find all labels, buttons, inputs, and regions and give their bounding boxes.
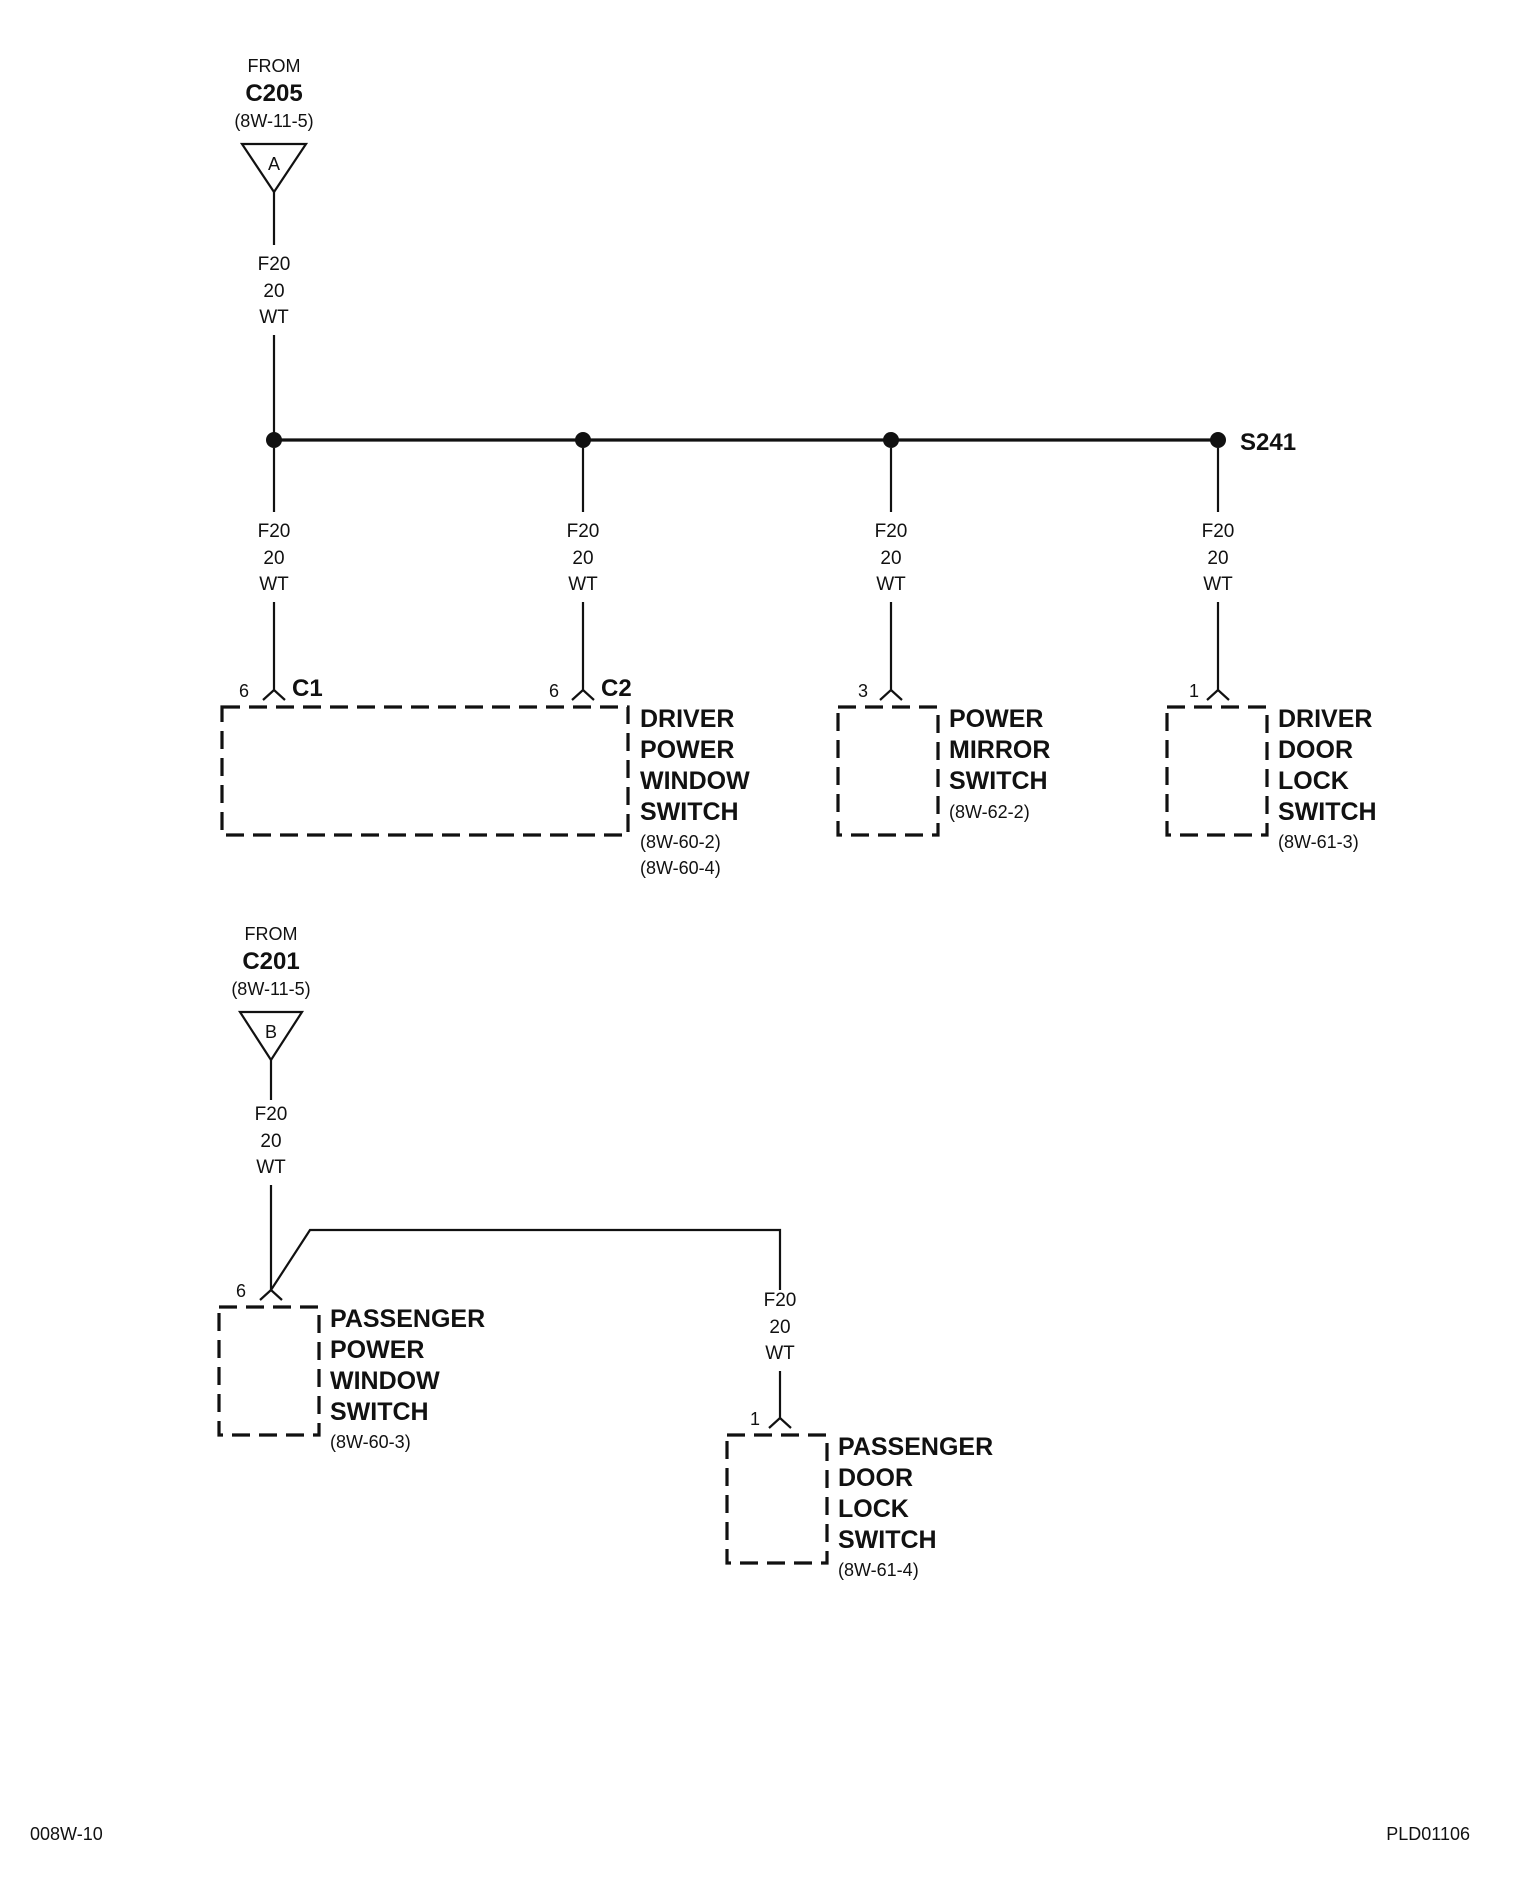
connector-pin-icon <box>571 688 595 701</box>
branch-3-code: F20 <box>875 521 908 542</box>
connector-pin-icon <box>259 1288 283 1301</box>
connector-pin-icon <box>768 1416 792 1429</box>
junction-dot <box>266 432 282 448</box>
driver-lock-pin: 1 <box>1189 681 1199 701</box>
junction-dot <box>575 432 591 448</box>
source-b: FROM C201 (8W-11-5) B F20 20 WT F20 20 W… <box>231 924 796 1418</box>
wire-b-gauge: 20 <box>260 1131 281 1152</box>
wire-b-branch <box>270 1228 782 1291</box>
component-ref: (8W-61-4) <box>838 1560 919 1580</box>
component-label-line: SWITCH <box>838 1526 937 1554</box>
wire-b-code: F20 <box>255 1104 288 1125</box>
wire-a-gauge: 20 <box>263 281 284 302</box>
junction-dot <box>1210 432 1226 448</box>
component-box <box>836 705 940 837</box>
c2-pin: 6 <box>549 681 559 701</box>
component-box <box>725 1433 829 1565</box>
source-b-triangle-icon <box>237 1010 305 1063</box>
branch-4-gauge: 20 <box>1207 548 1228 569</box>
component-label-line: SWITCH <box>640 798 739 826</box>
source-a-from: FROM <box>248 56 301 76</box>
source-b-connector: C201 <box>242 948 299 975</box>
component-label-line: SWITCH <box>949 767 1048 795</box>
c1-pin: 6 <box>239 681 249 701</box>
component-label-line: POWER <box>330 1336 424 1364</box>
branch-2-code: F20 <box>567 521 600 542</box>
component-label-line: PASSENGER <box>838 1433 993 1461</box>
component-label-line: POWER <box>640 736 734 764</box>
branch-1-gauge: 20 <box>263 548 284 569</box>
branch-3: F20 20 WT 3 <box>858 448 907 701</box>
branch-4: F20 20 WT 1 <box>1189 448 1234 701</box>
branch-1: F20 20 WT 6 C1 <box>239 448 323 702</box>
source-a-letter: A <box>268 154 280 174</box>
branch-2-color: WT <box>568 574 598 595</box>
component-box <box>1165 705 1269 837</box>
source-a-ref: (8W-11-5) <box>234 111 313 131</box>
connector-pin-icon <box>262 688 286 701</box>
wire-a-code: F20 <box>258 254 291 275</box>
branch-4-code: F20 <box>1202 521 1235 542</box>
passenger-power-window-switch: 6 PASSENGER POWER WINDOW SWITCH (8W-60-3… <box>217 1281 485 1452</box>
mirror-pin: 3 <box>858 681 868 701</box>
page-number: 008W-10 <box>30 1824 103 1844</box>
junction-dot <box>883 432 899 448</box>
branch-2-gauge: 20 <box>572 548 593 569</box>
wire-b-color: WT <box>256 1157 286 1178</box>
branch-1-code: F20 <box>258 521 291 542</box>
component-label-line: POWER <box>949 705 1043 733</box>
driver-door-lock-switch: DRIVER DOOR LOCK SWITCH (8W-61-3) <box>1165 705 1377 852</box>
component-label-line: LOCK <box>1278 767 1349 795</box>
pass-window-pin: 6 <box>236 1281 246 1301</box>
wire-b-branch-code: F20 <box>764 1290 797 1311</box>
source-b-from: FROM <box>245 924 298 944</box>
connector-pin-icon <box>879 688 903 701</box>
source-b-ref: (8W-11-5) <box>231 979 310 999</box>
branch-3-gauge: 20 <box>880 548 901 569</box>
splice-label: S241 <box>1240 429 1296 456</box>
splice-bus: S241 <box>266 429 1296 456</box>
wire-b-branch-gauge: 20 <box>769 1317 790 1338</box>
source-a-connector: C205 <box>245 80 302 107</box>
component-ref: (8W-62-2) <box>949 802 1030 822</box>
component-label-line: DOOR <box>1278 736 1353 764</box>
component-label-line: WINDOW <box>640 767 750 795</box>
wire-a-color: WT <box>259 307 289 328</box>
pass-lock-pin: 1 <box>750 1409 760 1429</box>
passenger-door-lock-switch: 1 PASSENGER DOOR LOCK SWITCH (8W-61-4) <box>725 1409 993 1580</box>
component-label-line: PASSENGER <box>330 1305 485 1333</box>
source-b-letter: B <box>265 1022 277 1042</box>
component-label-line: WINDOW <box>330 1367 440 1395</box>
component-ref: (8W-61-3) <box>1278 832 1359 852</box>
source-a-triangle-icon <box>239 142 309 194</box>
c2-connector: C2 <box>601 675 632 702</box>
component-ref: (8W-60-3) <box>330 1432 411 1452</box>
component-label-line: MIRROR <box>949 736 1050 764</box>
component-ref: (8W-60-4) <box>640 858 721 878</box>
c1-connector: C1 <box>292 675 323 702</box>
component-box <box>217 1305 321 1437</box>
power-mirror-switch: POWER MIRROR SWITCH (8W-62-2) <box>836 705 1050 837</box>
component-box <box>220 705 630 837</box>
driver-power-window-switch: DRIVER POWER WINDOW SWITCH (8W-60-2) (8W… <box>220 705 750 878</box>
branch-4-color: WT <box>1203 574 1233 595</box>
component-label-line: DOOR <box>838 1464 913 1492</box>
branch-2: F20 20 WT 6 C2 <box>549 448 632 702</box>
source-a: FROM C205 (8W-11-5) A F20 20 WT <box>234 56 314 440</box>
component-label-line: DRIVER <box>640 705 734 733</box>
component-label-line: LOCK <box>838 1495 909 1523</box>
component-ref: (8W-60-2) <box>640 832 721 852</box>
connector-pin-icon <box>1206 688 1230 701</box>
component-label-line: SWITCH <box>1278 798 1377 826</box>
figure-id: PLD01106 <box>1386 1824 1470 1844</box>
wire-b-branch-color: WT <box>765 1343 795 1364</box>
component-label-line: DRIVER <box>1278 705 1372 733</box>
branch-1-color: WT <box>259 574 289 595</box>
branch-3-color: WT <box>876 574 906 595</box>
component-label-line: SWITCH <box>330 1398 429 1426</box>
